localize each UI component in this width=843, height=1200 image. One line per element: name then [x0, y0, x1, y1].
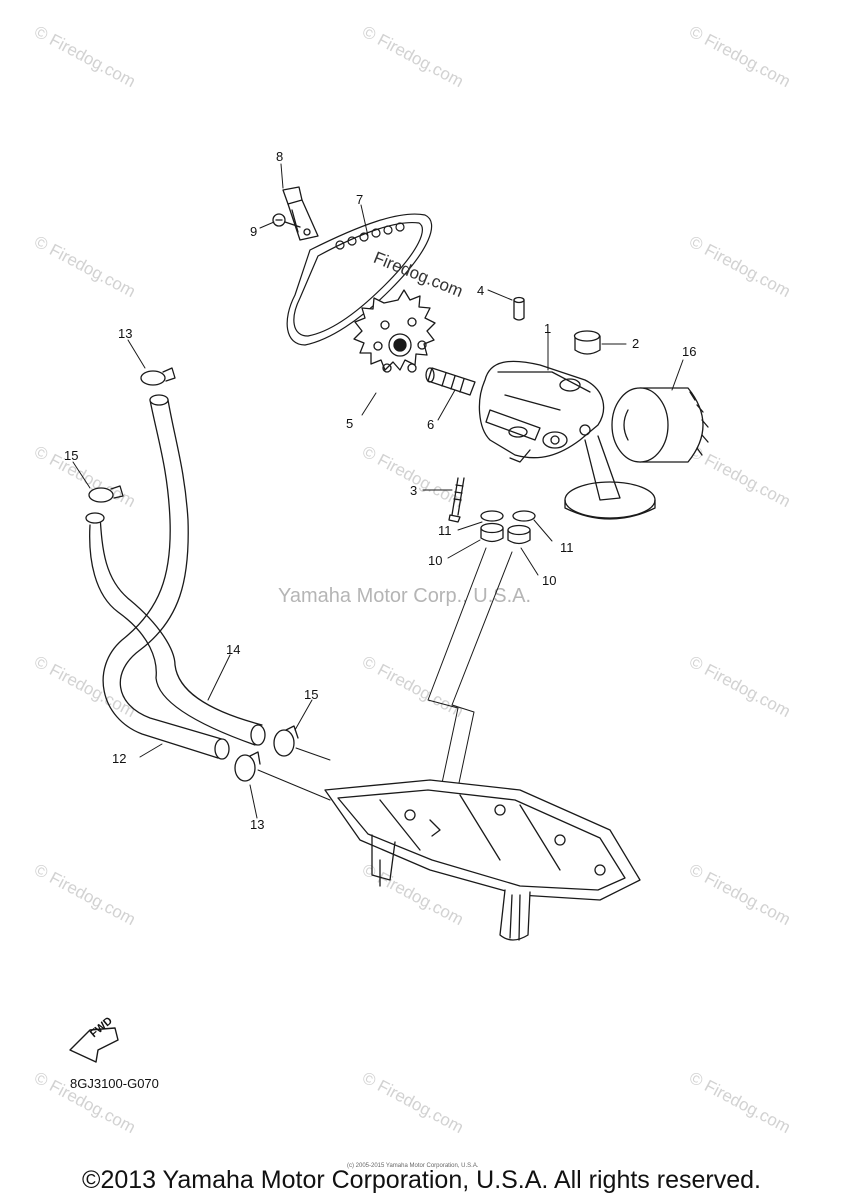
- assembly-centerline: [427, 547, 513, 836]
- o-ring: [480, 510, 504, 522]
- collar-sleeve: [507, 524, 531, 545]
- callout-9: 9: [250, 224, 258, 239]
- callout-1: 1: [544, 321, 552, 336]
- part-code: 8GJ3100-G070: [70, 1076, 159, 1091]
- callout-leaders: [72, 163, 684, 819]
- callout-15: 15: [304, 687, 319, 702]
- hose-leader: [257, 747, 331, 801]
- forward-arrow-icon: [69, 1027, 119, 1063]
- callout-4: 4: [477, 283, 485, 298]
- callout-13: 13: [118, 326, 133, 341]
- hose-clamp: [273, 725, 299, 757]
- oil-hose: [85, 512, 266, 746]
- center-watermark: Yamaha Motor Corp., U.S.A.: [278, 585, 532, 607]
- callout-15: 15: [64, 448, 79, 463]
- oil-pan: [324, 779, 641, 941]
- callout-2: 2: [632, 336, 640, 351]
- oil-hose: [102, 394, 230, 760]
- callout-8: 8: [276, 149, 284, 164]
- oil-strainer: [564, 435, 656, 520]
- callout-13: 13: [250, 817, 265, 832]
- dowel-pin: [513, 296, 525, 321]
- oil-pump-sprocket: [353, 289, 436, 373]
- oil-filter: [611, 387, 709, 463]
- screw: [272, 213, 301, 228]
- copyright-notice: ©2013 Yamaha Motor Corporation, U.S.A. A…: [82, 1166, 761, 1194]
- hose-clamp: [234, 751, 261, 782]
- callout-3: 3: [410, 483, 418, 498]
- chain-guide-bracket: [282, 186, 319, 241]
- callout-14: 14: [226, 642, 241, 657]
- callout-10: 10: [542, 573, 557, 588]
- hose-clamp: [140, 367, 176, 386]
- pump-shaft: [425, 367, 476, 396]
- callout-7: 7: [356, 192, 364, 207]
- collar-sleeve: [480, 522, 504, 543]
- drive-chain: [286, 213, 433, 346]
- callout-6: 6: [427, 417, 435, 432]
- callout-11: 11: [560, 540, 574, 555]
- callout-12: 12: [112, 751, 127, 766]
- callout-11: 11: [438, 523, 452, 538]
- hose-clamp: [88, 485, 124, 503]
- callout-16: 16: [682, 344, 697, 359]
- oil-pump-assembly: [478, 360, 605, 463]
- bolt: [448, 477, 465, 523]
- collar: [573, 330, 601, 355]
- callout-5: 5: [346, 416, 354, 431]
- o-ring: [512, 510, 536, 522]
- callout-10: 10: [428, 553, 443, 568]
- fine-print: (c) 2005-2015 Yamaha Motor Corporation, …: [347, 1163, 479, 1169]
